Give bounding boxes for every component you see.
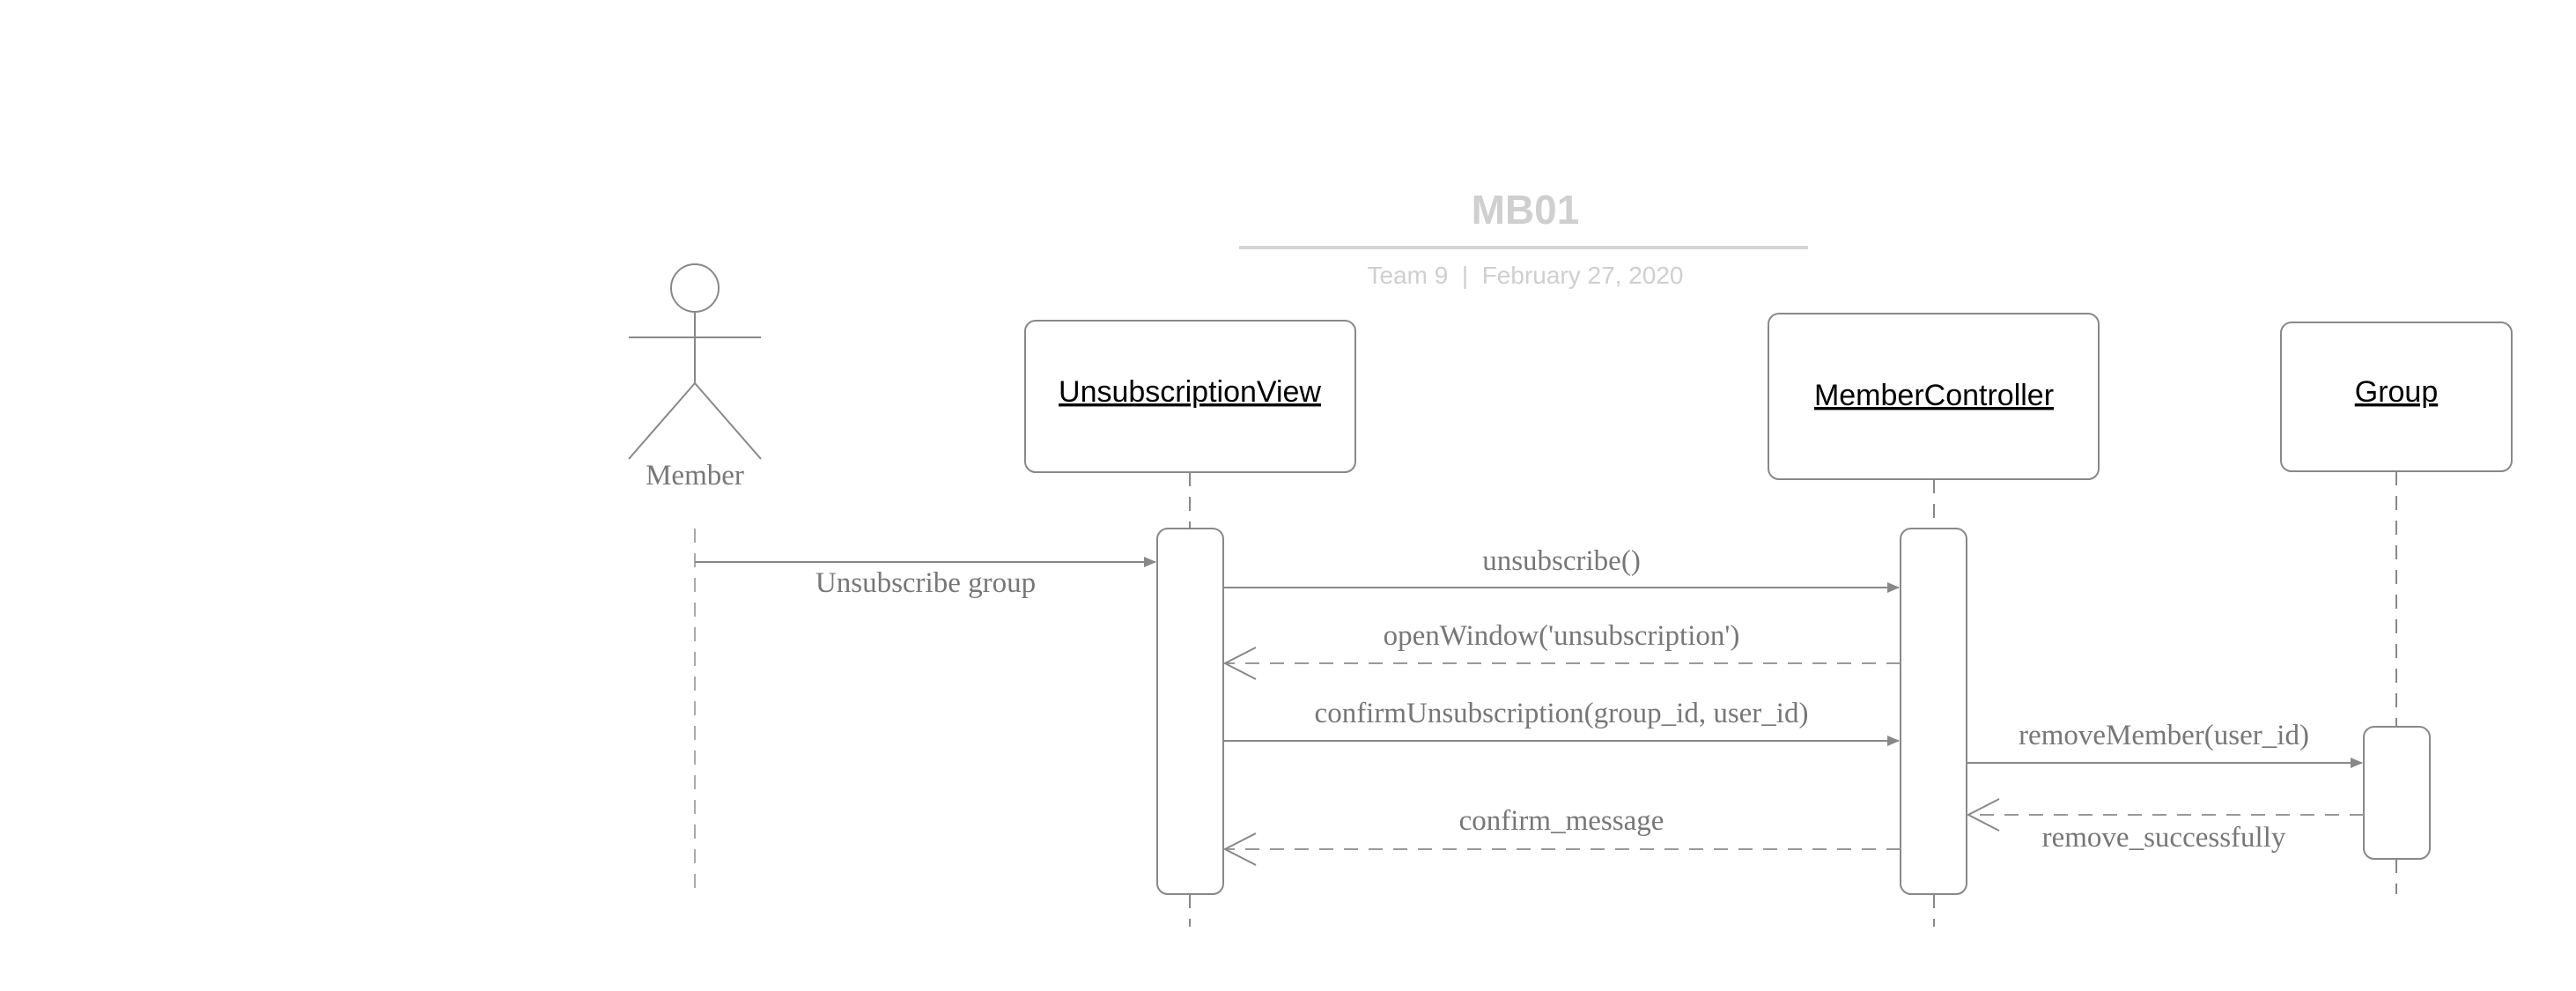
message-label: openWindow('unsubscription') <box>1384 620 1740 652</box>
open-arrowhead <box>1222 832 1257 866</box>
diagram-subtitle: Team 9 | February 27, 2020 <box>1367 262 1683 289</box>
message-label: unsubscribe() <box>1482 545 1641 577</box>
lifeline-group[interactable]: Group <box>2280 322 2513 472</box>
message-remove-successfully[interactable]: remove_successfully <box>1966 798 2364 854</box>
open-arrowhead <box>1966 798 2000 832</box>
lifeline-member-controller[interactable]: MemberController <box>1768 313 2100 480</box>
message-confirm-unsubscription[interactable]: confirmUnsubscription(group_id, user_id) <box>1223 698 1900 746</box>
actor-head <box>670 263 720 313</box>
object-label: Group <box>2355 375 2439 409</box>
actor-member[interactable]: Member <box>628 263 762 492</box>
message-unsubscribe[interactable]: unsubscribe() <box>1223 545 1900 593</box>
message-label: remove_successfully <box>2042 822 2286 854</box>
message-confirm-message[interactable]: confirm_message <box>1222 805 1901 866</box>
object-label: UnsubscriptionView <box>1059 375 1321 409</box>
open-arrowhead <box>1222 647 1257 680</box>
activation-bar <box>2363 726 2431 860</box>
activation-bar <box>1900 528 1967 895</box>
message-label: Unsubscribe group <box>816 567 1036 599</box>
message-label: confirm_message <box>1459 805 1664 837</box>
message-unsubscribe-group[interactable]: Unsubscribe group <box>695 557 1156 599</box>
actor-right-leg <box>694 382 762 460</box>
message-label: removeMember(user_id) <box>2019 720 2309 751</box>
actor-left-leg <box>628 382 696 460</box>
diagram-title: MB01 <box>1472 187 1580 233</box>
message-label: confirmUnsubscription(group_id, user_id) <box>1315 698 1809 729</box>
message-open-window[interactable]: openWindow('unsubscription') <box>1222 620 1901 680</box>
object-label: MemberController <box>1814 379 2054 412</box>
lifeline-unsubscription-view[interactable]: UnsubscriptionView <box>1024 320 1356 473</box>
activation-bar <box>1156 528 1224 895</box>
message-remove-member[interactable]: removeMember(user_id) <box>1967 720 2363 768</box>
actor-label: Member <box>646 460 744 492</box>
